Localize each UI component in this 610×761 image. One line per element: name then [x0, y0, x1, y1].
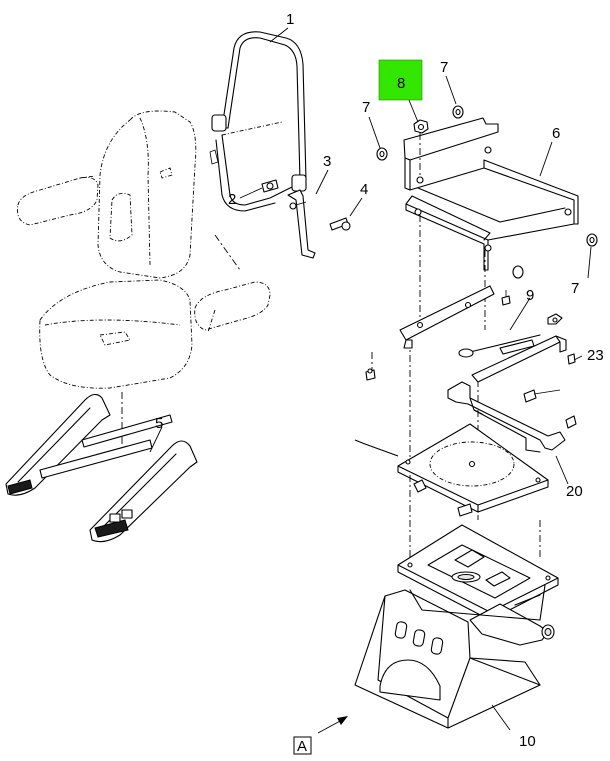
view-direction-arrow-icon [337, 716, 348, 725]
swivel-plate [354, 423, 549, 517]
part-2-screw [261, 179, 279, 193]
callout-3[interactable]: 3 [323, 153, 331, 170]
callout-labels: 1 2 3 4 5 6 7 7 7 8 9 10 20 23 [155, 11, 604, 750]
part-10-pedestal [354, 584, 555, 729]
part-8-highlight[interactable] [378, 59, 423, 101]
callout-2[interactable]: 2 [228, 191, 236, 208]
callout-23[interactable]: 23 [587, 347, 604, 364]
callout-4[interactable]: 4 [360, 181, 368, 198]
part-4-bolt [329, 217, 351, 231]
part-6-slide-rails [403, 117, 579, 271]
callout-9[interactable]: 9 [526, 287, 534, 304]
callout-7-top[interactable]: 7 [440, 59, 448, 76]
part-1-grab-handle [209, 31, 307, 212]
view-marker-label: A [297, 738, 307, 755]
callout-20[interactable]: 20 [566, 483, 583, 500]
part-3-bracket [287, 189, 316, 259]
leader-lines [149, 27, 592, 731]
callout-7-left[interactable]: 7 [362, 99, 370, 116]
callout-7-right[interactable]: 7 [571, 280, 579, 297]
callout-1[interactable]: 1 [286, 11, 294, 28]
lower-slide-rail [399, 285, 511, 349]
callout-6[interactable]: 6 [552, 125, 560, 142]
seat-cushion-assembly [17, 110, 271, 445]
callout-10[interactable]: 10 [519, 733, 536, 750]
part-8-nut [413, 119, 429, 134]
part-9-release-lever [365, 313, 576, 383]
view-marker: A [293, 716, 348, 755]
part-5-seat-frame [5, 393, 198, 543]
callout-8[interactable]: 8 [397, 75, 405, 92]
part-7-washers [376, 105, 598, 279]
mounting-plate [397, 524, 559, 621]
part-20-swivel-bracket [447, 381, 577, 453]
callout-5[interactable]: 5 [155, 415, 163, 432]
